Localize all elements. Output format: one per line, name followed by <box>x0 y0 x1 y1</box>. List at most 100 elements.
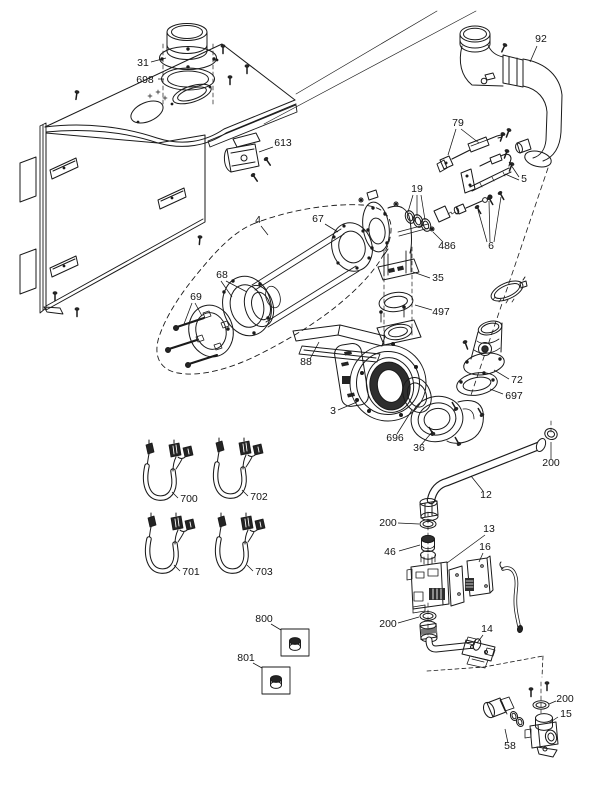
leader-line-79 <box>460 128 480 144</box>
outlet-elbow-36 <box>410 395 486 448</box>
grommet-box-800 <box>280 628 310 657</box>
part-label-696: 696 <box>386 432 404 444</box>
washer-200-lower <box>419 611 437 621</box>
leader-line-497 <box>414 304 433 311</box>
part-label-200: 200 <box>542 457 560 469</box>
gas-train <box>406 427 558 669</box>
blower-3 <box>334 342 427 422</box>
electrode-79 <box>436 126 513 173</box>
leader-line-79 <box>447 128 457 156</box>
gas-valve-13 <box>406 550 465 614</box>
harness-703 <box>218 513 265 571</box>
washer-486 <box>429 226 435 232</box>
part-label-67: 67 <box>312 213 324 225</box>
leader-line-67 <box>324 223 339 233</box>
leader-line-701 <box>173 564 181 572</box>
leader-line-46 <box>398 544 421 552</box>
part-label-486: 486 <box>438 240 456 252</box>
panel-slot <box>49 255 79 278</box>
leader-line-801 <box>252 662 263 669</box>
hose-adapter-58 <box>482 696 525 727</box>
leader-line-696 <box>396 409 413 435</box>
leader-line-702 <box>241 489 249 497</box>
valve-15 <box>524 713 559 758</box>
flue-collar-31 <box>159 23 217 70</box>
control-box-613 <box>223 132 274 184</box>
part-label-12: 12 <box>480 489 492 501</box>
leader-line-19 <box>407 194 414 213</box>
gasket-497 <box>378 291 414 313</box>
elbow-tap <box>484 72 496 81</box>
leader-line-69 <box>183 302 193 325</box>
flange-67 <box>331 222 373 272</box>
part-label-200: 200 <box>379 517 397 529</box>
leader-line-800 <box>270 623 282 631</box>
leader-line-6 <box>488 200 491 243</box>
boot-sleeve <box>515 138 532 154</box>
part-label-701: 701 <box>182 566 200 578</box>
part-label-5: 5 <box>521 173 527 185</box>
part-label-4: 4 <box>255 214 261 226</box>
leader-line-19 <box>420 194 426 221</box>
venturi-35 <box>358 189 420 281</box>
burner-tube <box>243 228 360 328</box>
leader-line-200 <box>397 616 420 624</box>
leader-line-35 <box>412 271 431 279</box>
part-label-36: 36 <box>413 442 425 454</box>
blower-inlet-plate <box>376 305 422 346</box>
part-label-35: 35 <box>432 272 444 284</box>
leader-line-3 <box>337 401 358 411</box>
washer-200-mid <box>419 519 437 529</box>
mounting-bolts <box>165 317 218 368</box>
hose-clamp <box>490 276 528 304</box>
leader-line-200 <box>548 700 557 705</box>
leader-line-92 <box>529 45 538 63</box>
leader-line-15 <box>548 716 559 724</box>
ignition-module-16 <box>465 555 494 597</box>
part-label-700: 700 <box>180 493 198 505</box>
part-label-6: 6 <box>488 240 494 252</box>
union-nut-lower <box>419 620 438 643</box>
leader-line-36 <box>420 430 434 446</box>
electrode-5 <box>460 147 516 194</box>
part-label-697: 697 <box>505 390 523 402</box>
part-label-800: 800 <box>255 613 273 625</box>
leader-line-69 <box>194 302 203 317</box>
flange-69 <box>188 304 234 358</box>
part-label-702: 702 <box>250 491 268 503</box>
leader-line-12 <box>470 475 484 492</box>
part-label-497: 497 <box>432 306 450 318</box>
part-label-16: 16 <box>479 541 491 553</box>
part-label-58: 58 <box>504 740 516 752</box>
alignment-lines <box>162 10 552 714</box>
harness-701 <box>148 513 195 571</box>
leader-line-72 <box>493 369 510 380</box>
harness-702 <box>216 438 263 496</box>
side-bracket-plate <box>19 156 37 203</box>
cabinet-top-panel <box>44 43 296 128</box>
part-label-46: 46 <box>384 546 396 558</box>
part-label-68: 68 <box>216 269 228 281</box>
burner-region-outline <box>156 204 392 375</box>
bracket-88 <box>292 324 386 363</box>
sense-hose <box>499 561 524 633</box>
part-label-19: 19 <box>411 183 423 195</box>
part-label-13: 13 <box>483 523 495 535</box>
part-label-200: 200 <box>379 618 397 630</box>
part-label-703: 703 <box>255 566 273 578</box>
leader-line-5 <box>504 173 520 181</box>
part-label-88: 88 <box>300 356 312 368</box>
flue-gasket-698 <box>161 67 215 91</box>
part-label-200: 200 <box>556 693 574 705</box>
panel-slot <box>157 187 187 210</box>
harness-700 <box>146 440 193 498</box>
leader-line-700 <box>171 491 179 499</box>
leader-line-697 <box>489 388 504 395</box>
part-label-14: 14 <box>481 623 493 635</box>
leader-line-200 <box>397 522 420 525</box>
top-panel-hole <box>130 100 164 124</box>
leader-line-5 <box>508 161 520 178</box>
grommet-box-801 <box>261 666 291 695</box>
part-label-3: 3 <box>330 405 336 417</box>
leader-line-58 <box>504 728 509 744</box>
